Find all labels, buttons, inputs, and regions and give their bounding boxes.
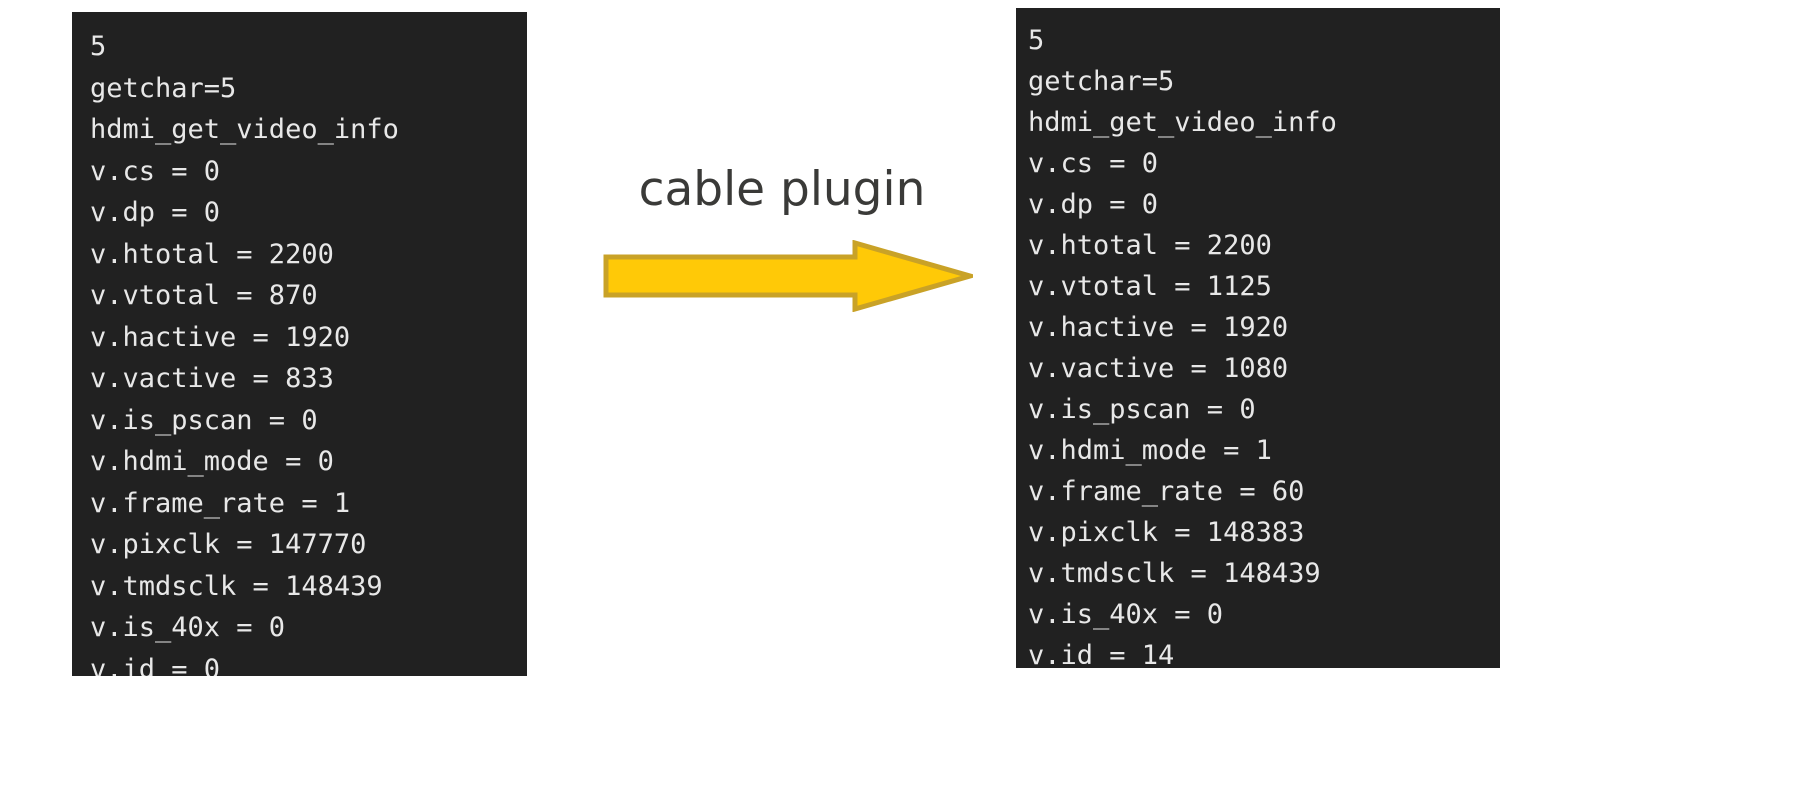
right-block-arrow-icon bbox=[603, 240, 973, 312]
terminal-line: v.tmdsclk = 148439 bbox=[90, 570, 383, 602]
terminal-line: v.id = 0 bbox=[90, 653, 221, 677]
terminal-line: 5 bbox=[1028, 25, 1045, 56]
terminal-line: v.cs = 0 bbox=[1028, 148, 1159, 179]
terminal-line: getchar=5 bbox=[1028, 66, 1175, 97]
terminal-line: v.hactive = 1920 bbox=[1028, 312, 1289, 343]
terminal-line: v.vtotal = 1125 bbox=[1028, 271, 1272, 302]
terminal-line: v.vactive = 833 bbox=[90, 363, 334, 394]
terminal-line: v.pixclk = 148383 bbox=[1028, 517, 1305, 548]
terminal-line: hdmi_get_video_info bbox=[1028, 107, 1337, 138]
terminal-line: v.vactive = 1080 bbox=[1028, 353, 1289, 384]
terminal-line: getchar=5 bbox=[90, 72, 237, 104]
terminal-line: v.hactive = 1920 bbox=[90, 321, 351, 353]
terminal-line: v.hdmi_mode = 0 bbox=[90, 446, 334, 477]
terminal-line: v.frame_rate = 60 bbox=[1028, 476, 1305, 507]
terminal-line: v.is_pscan = 0 bbox=[1028, 394, 1256, 425]
terminal-line: v.pixclk = 147770 bbox=[90, 529, 367, 560]
terminal-line: v.id = 14 bbox=[1028, 640, 1175, 668]
terminal-line: v.is_pscan = 0 bbox=[90, 404, 318, 436]
terminal-line: v.vtotal = 870 bbox=[90, 280, 318, 311]
terminal-line: v.cs = 0 bbox=[90, 155, 221, 187]
terminal-line: v.tmdsclk = 148439 bbox=[1028, 558, 1321, 589]
terminal-line: v.htotal = 2200 bbox=[1028, 230, 1272, 261]
terminal-line: v.dp = 0 bbox=[1028, 189, 1159, 220]
terminal-line: hdmi_get_video_info bbox=[90, 114, 399, 145]
terminal-line: v.dp = 0 bbox=[90, 197, 221, 228]
before-cable-plugin-terminal: 5 getchar=5 hdmi_get_video_info v.cs = 0… bbox=[72, 12, 527, 676]
after-cable-plugin-terminal: 5 getchar=5 hdmi_get_video_info v.cs = 0… bbox=[1016, 8, 1500, 668]
terminal-line: v.is_40x = 0 bbox=[90, 612, 286, 643]
terminal-line: 5 bbox=[90, 31, 107, 62]
terminal-line: v.is_40x = 0 bbox=[1028, 599, 1224, 630]
terminal-line: v.hdmi_mode = 1 bbox=[1028, 435, 1272, 466]
terminal-line: v.frame_rate = 1 bbox=[90, 487, 351, 519]
terminal-line: v.htotal = 2200 bbox=[90, 238, 334, 270]
annotation-label: cable plugin bbox=[638, 162, 926, 217]
